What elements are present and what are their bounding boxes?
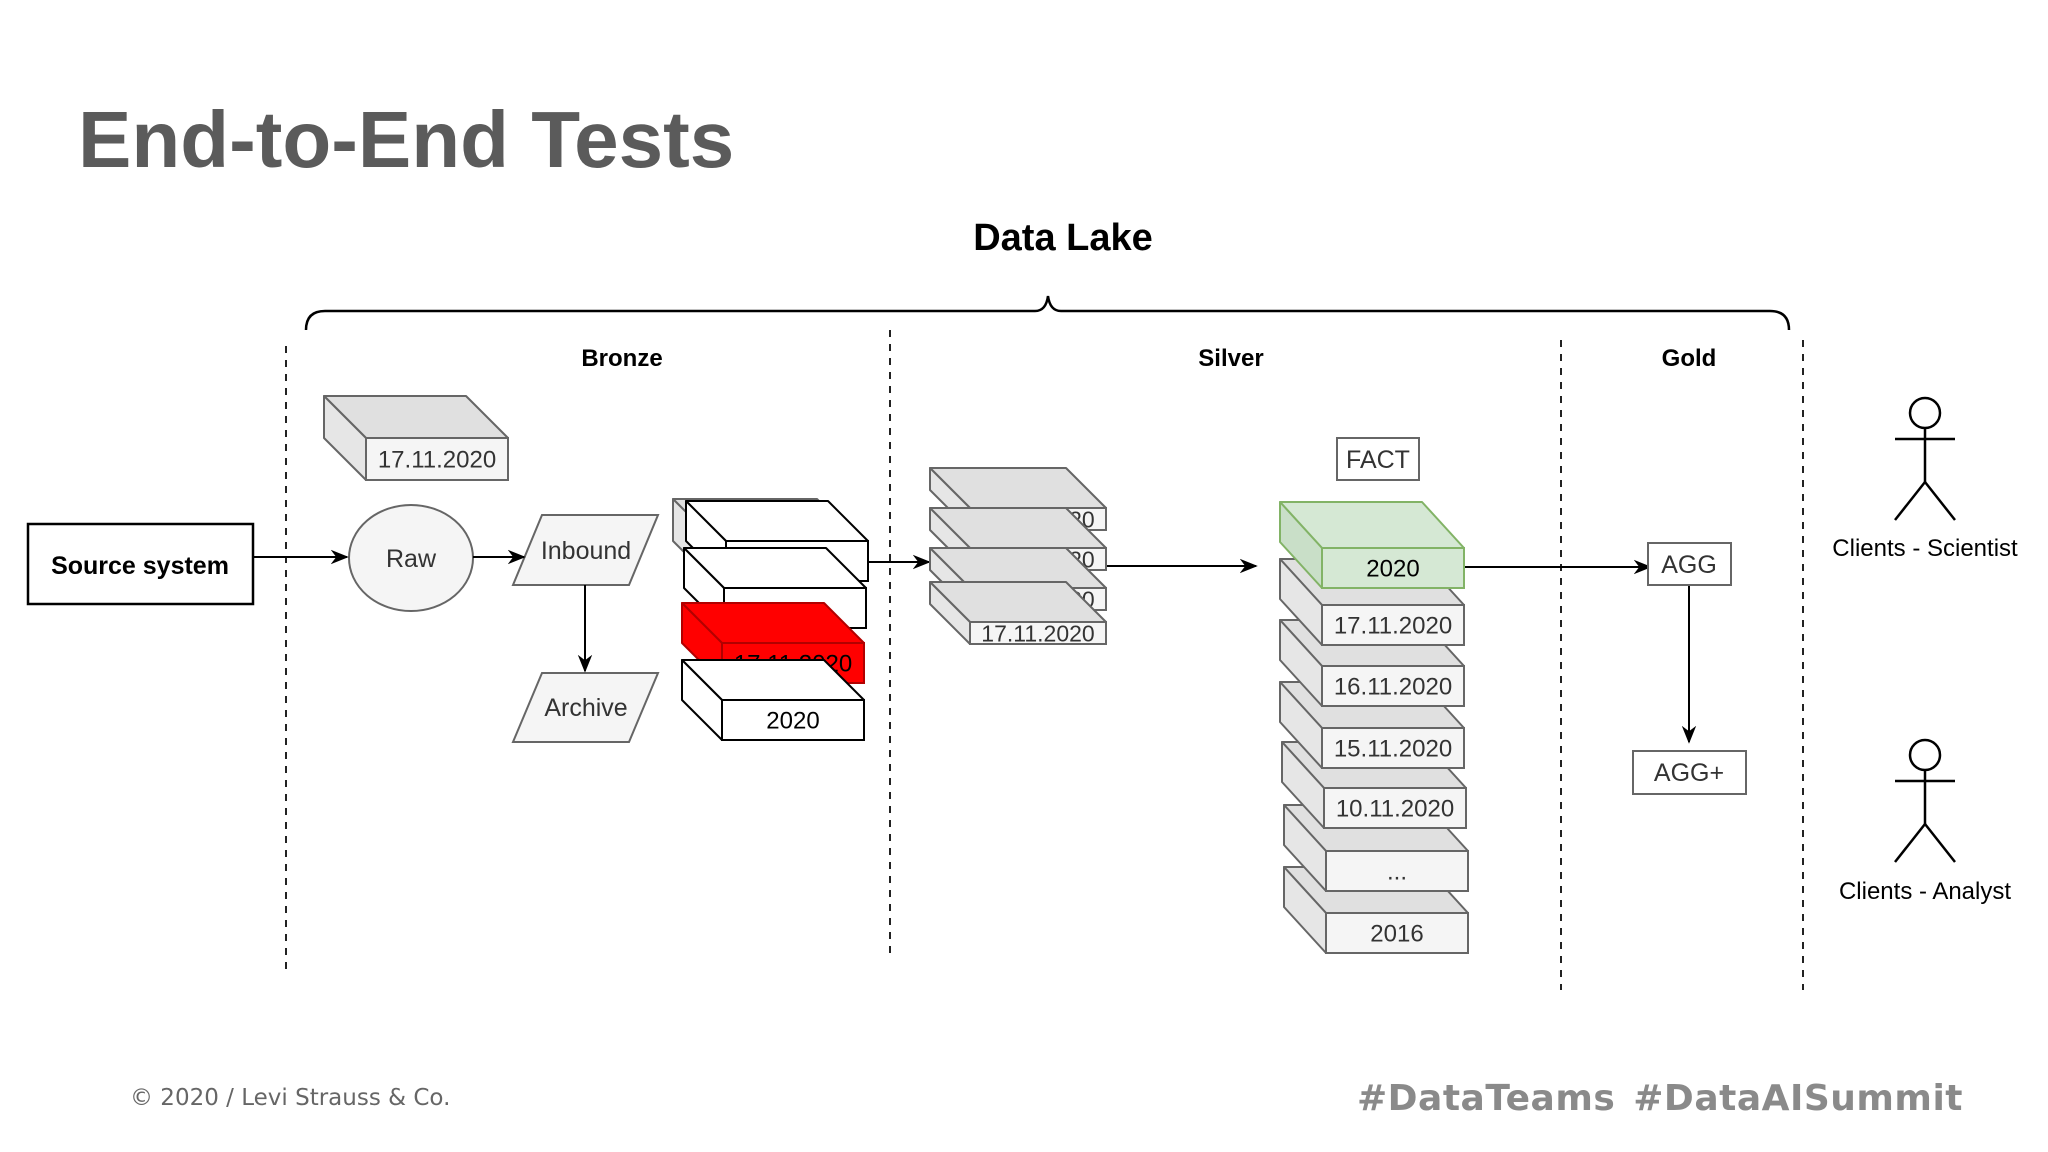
agg-plus-node: AGG+ xyxy=(1632,750,1747,795)
fact-partition-0-label: 2020 xyxy=(1366,556,1419,583)
raw-label: Raw xyxy=(386,545,437,573)
bronze-partition-top: 17.11.2020 xyxy=(323,395,509,481)
fact-partition-4-label: 10.11.2020 xyxy=(1336,796,1454,823)
zone-label-bronze: Bronze xyxy=(581,345,662,372)
fact-label-node: FACT xyxy=(1336,437,1420,481)
agg-label: AGG xyxy=(1661,551,1717,579)
source-system-label: Source system xyxy=(51,552,229,580)
inbound-node: Inbound xyxy=(511,514,660,586)
hashtag-data-ai-summit: #DataAISummit xyxy=(1633,1078,1963,1119)
client-analyst-label: Clients - Analyst xyxy=(1839,878,2011,905)
source-system-node: Source system xyxy=(26,522,255,606)
client-scientist-label: Clients - Scientist xyxy=(1832,535,2018,562)
fact-partition-3-label: 15.11.2020 xyxy=(1334,736,1452,763)
archive-label: Archive xyxy=(544,694,627,722)
archive-partition-0: 2020 xyxy=(681,659,865,741)
fact-label: FACT xyxy=(1346,446,1410,474)
data-lake-title: Data Lake xyxy=(973,217,1153,259)
client-analyst-label-bg xyxy=(1836,874,2014,907)
hashtag-data-teams: #DataTeams xyxy=(1357,1078,1616,1119)
fact-partition-5-label: ... xyxy=(1387,859,1407,886)
zone-label-gold: Gold xyxy=(1662,345,1717,372)
fact-partition-1-label: 17.11.2020 xyxy=(1334,613,1452,640)
slide-title: End-to-End Tests xyxy=(78,95,735,184)
bronze-partition-top-label: 17.11.2020 xyxy=(378,447,496,474)
client-scientist-label-bg xyxy=(1830,531,2020,564)
silver-input-partition-0-label: 17.11.2020 xyxy=(981,620,1094,646)
stick-figure-icon-scientist xyxy=(1894,396,1956,521)
raw-node: Raw xyxy=(348,504,474,612)
inbound-label: Inbound xyxy=(541,537,631,565)
fact-partition-2-label: 16.11.2020 xyxy=(1334,674,1452,701)
flow-arrows xyxy=(253,549,1697,744)
partition-boxes: 17.11.2020 17.11.2020 2016... 17.11.2020 202… xyxy=(323,395,1469,954)
fact-partition-0: 2020 xyxy=(1279,501,1465,589)
zone-dividers xyxy=(285,330,1804,990)
agg-plus-label: AGG+ xyxy=(1654,759,1724,787)
agg-node: AGG xyxy=(1647,542,1732,586)
archive-partition-0-label: 2020 xyxy=(766,708,819,735)
archive-node: Archive xyxy=(511,672,660,743)
footer-hashtags: #DataTeams #DataAISummit xyxy=(1357,1078,1963,1119)
zone-label-silver: Silver xyxy=(1198,345,1263,372)
fact-partition-6-label: 2016 xyxy=(1370,921,1423,948)
footer-copyright: © 2020 / Levi Strauss & Co. xyxy=(130,1085,451,1111)
stick-figure-icon-analyst xyxy=(1894,738,1956,863)
data-lake-brace xyxy=(304,295,1791,331)
silver-input-partition-0: 17.11.2020 xyxy=(929,581,1107,646)
